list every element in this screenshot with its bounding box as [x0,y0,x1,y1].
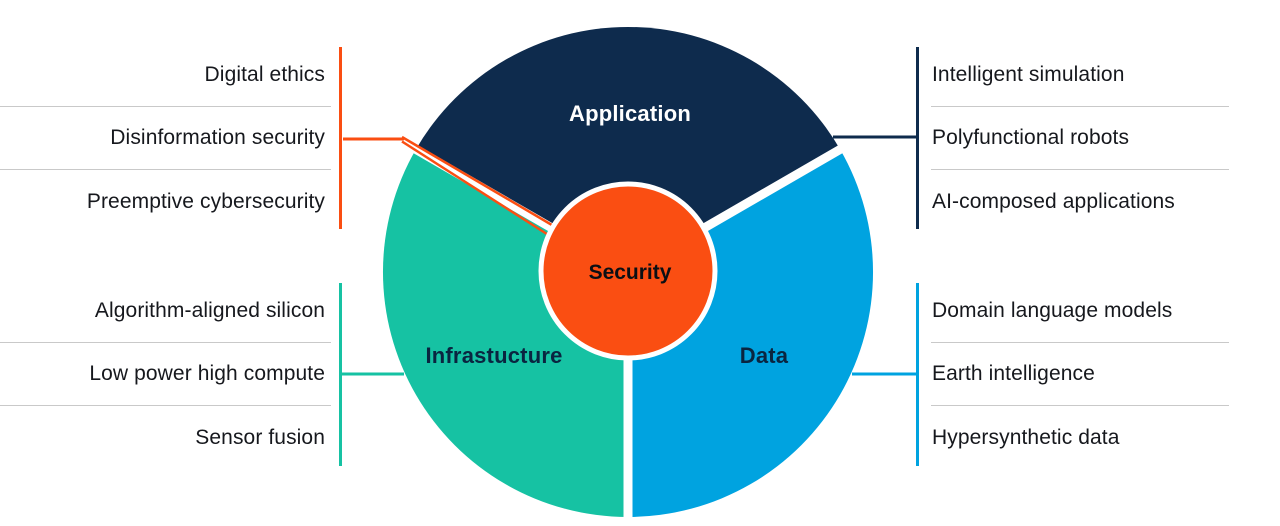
data-items-group: Domain language models Earth intelligenc… [931,280,1229,469]
security-leader-line [401,135,558,230]
segment-label-data: Data [740,343,789,368]
list-item: Disinformation security [0,107,331,170]
security-center-circle [538,181,718,361]
security-leader-line [401,140,551,238]
application-items-group: Intelligent simulation Polyfunctional ro… [931,44,1229,233]
infrastructure-items-group: Algorithm-aligned silicon Low power high… [0,280,331,469]
list-item-label: Digital ethics [204,63,325,86]
list-item-label: Disinformation security [110,126,325,149]
list-item-label: Domain language models [932,299,1173,322]
list-item: Algorithm-aligned silicon [0,280,331,343]
list-item-label: AI-composed applications [932,189,1175,213]
list-item-label: Low power high compute [89,362,325,385]
list-item: Polyfunctional robots [931,107,1229,170]
list-item-label: Earth intelligence [932,362,1095,385]
list-item-label: Intelligent simulation [932,63,1125,86]
list-item: Earth intelligence [931,343,1229,406]
segment-label-infrastructure: Infrastucture [425,343,562,368]
list-item-label: Sensor fusion [195,425,325,449]
list-item: AI-composed applications [931,170,1229,233]
segment-label-application: Application [569,101,691,126]
center-label-security: Security [589,261,672,284]
list-item-label: Hypersynthetic data [932,425,1120,449]
security-items-group: Digital ethics Disinformation security P… [0,44,331,233]
list-item-label: Preemptive cybersecurity [86,189,325,213]
list-item: Hypersynthetic data [931,406,1229,469]
list-item: Low power high compute [0,343,331,406]
list-item: Digital ethics [0,44,331,107]
list-item: Domain language models [931,280,1229,343]
list-item: Intelligent simulation [931,44,1229,107]
list-item-label: Polyfunctional robots [932,126,1130,149]
list-item: Preemptive cybersecurity [0,170,331,233]
list-item-label: Algorithm-aligned silicon [94,299,325,322]
list-item: Sensor fusion [0,406,331,469]
